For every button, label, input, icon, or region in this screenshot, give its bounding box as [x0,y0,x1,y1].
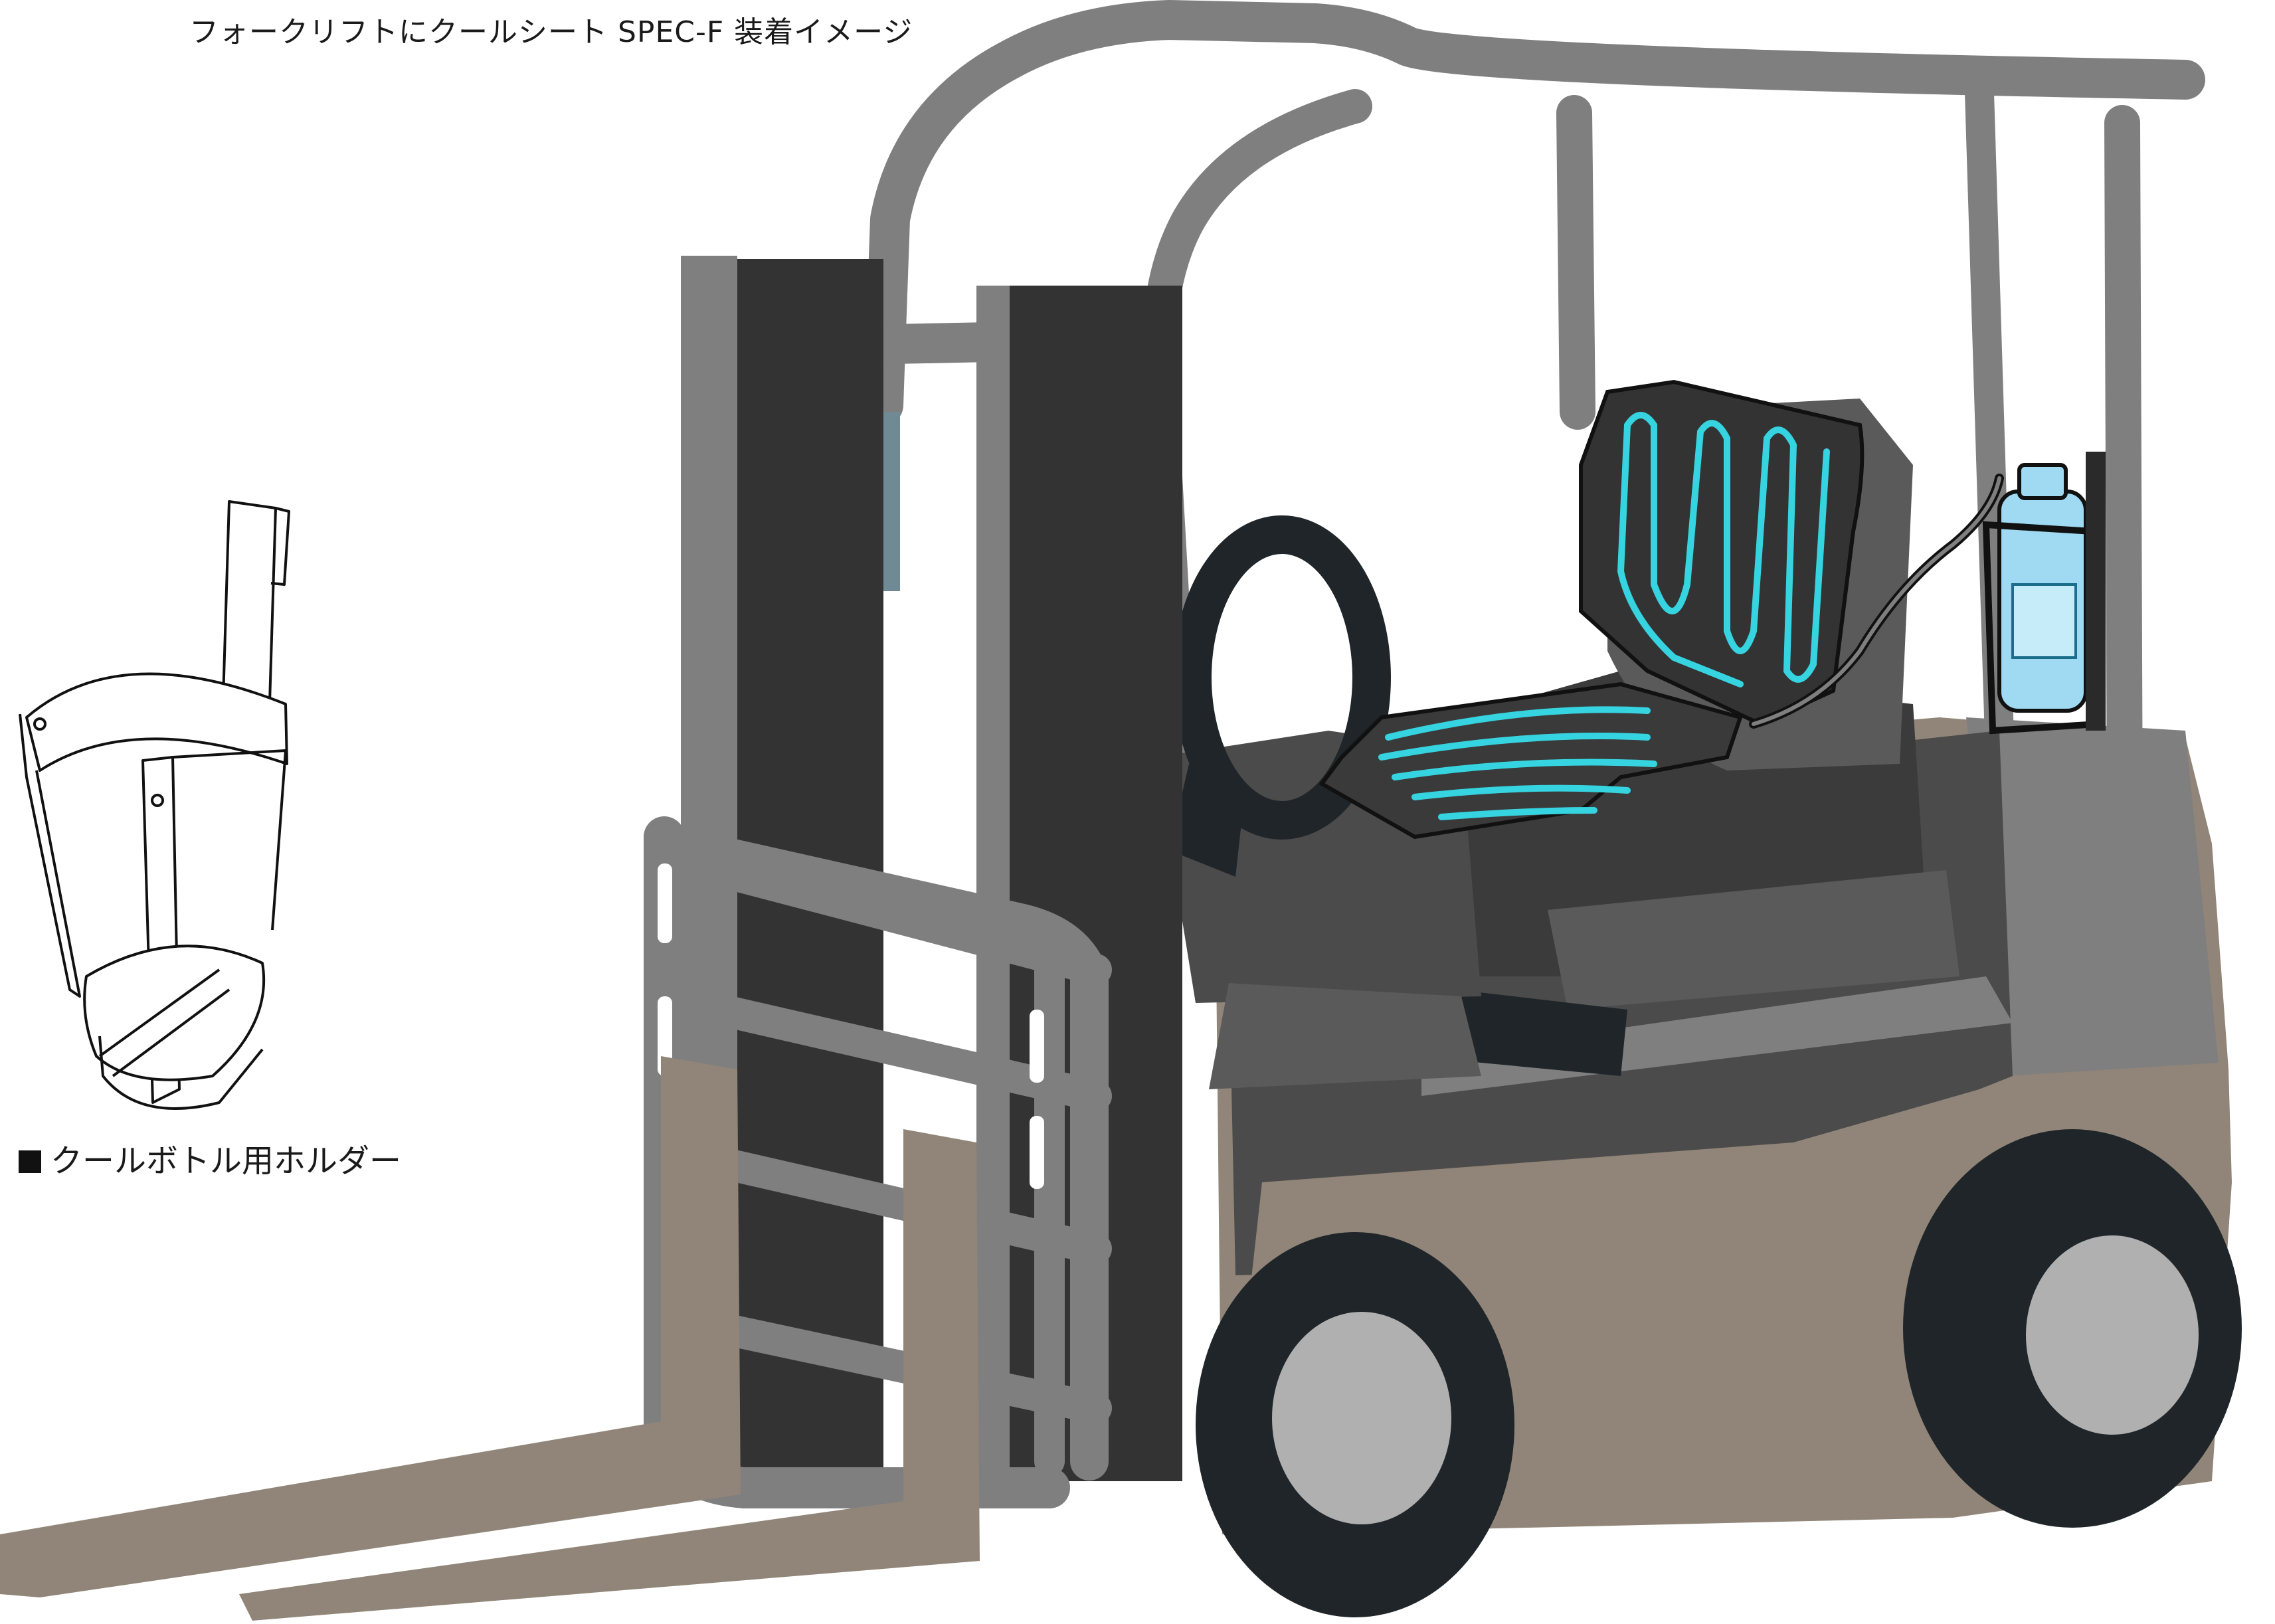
holder-caption-label: クールボトル用ホルダー [19,1134,401,1181]
rear-wheel [1903,1129,2242,1528]
cool-seat-back [1579,379,1865,727]
holder-caption: クールボトル用ホルダー [50,1142,402,1180]
bottle-holder-drawing [19,500,290,1110]
diagram-title: フォークリフトにクールシート SPEC-F 装着イメージ [189,15,913,49]
forks [0,1056,980,1621]
square-bullet-icon [19,1150,41,1173]
steering-wheel [1169,515,1391,877]
carriage-slots [658,863,1044,1189]
cool-bottle [1982,452,2106,735]
cool-seat-pad [1319,681,1743,840]
coolant-hose [1749,474,2004,729]
front-wheel [1196,1232,1514,1617]
